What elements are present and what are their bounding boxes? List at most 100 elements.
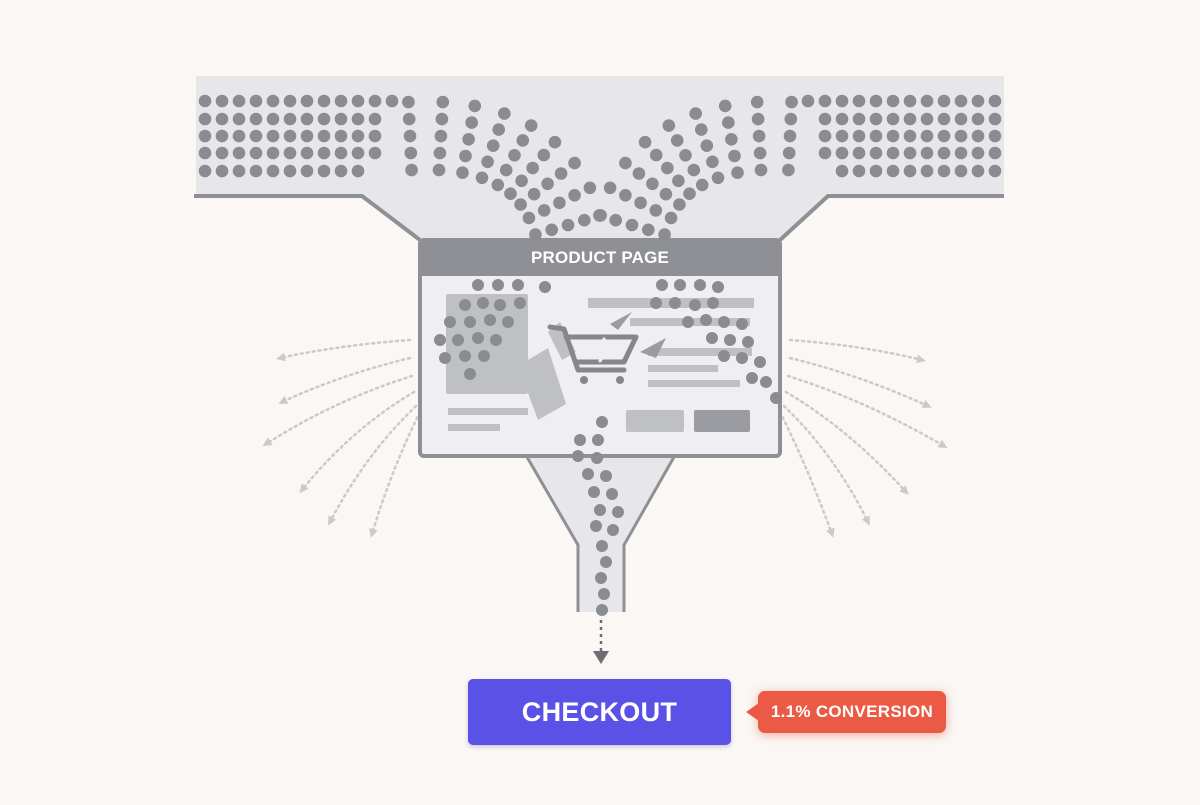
traffic-dot [632, 167, 646, 180]
traffic-dot [572, 450, 584, 462]
traffic-dot [682, 316, 694, 328]
arrow-icon [299, 483, 309, 494]
traffic-dot [835, 146, 849, 160]
traffic-dot [283, 164, 297, 178]
traffic-dot [754, 356, 766, 368]
traffic-dot [886, 146, 900, 160]
traffic-dot [215, 112, 229, 126]
traffic-dot [971, 146, 985, 160]
traffic-dot [760, 376, 772, 388]
traffic-dot [674, 279, 686, 291]
arrow-icon [916, 354, 926, 364]
traffic-dot [300, 146, 314, 160]
traffic-dot [869, 94, 883, 108]
traffic-dot [232, 146, 246, 160]
checkout-button[interactable]: CHECKOUT [468, 679, 731, 745]
traffic-dot [591, 452, 603, 464]
traffic-dot [484, 314, 496, 326]
traffic-dot [215, 94, 229, 108]
traffic-dot [504, 187, 517, 200]
traffic-dot [751, 112, 765, 126]
traffic-dot [502, 316, 514, 328]
traffic-dot [835, 112, 849, 126]
traffic-dot [687, 163, 701, 177]
traffic-dot [736, 352, 748, 364]
traffic-dot [537, 204, 551, 217]
primary-button-placeholder [694, 410, 750, 432]
traffic-dot [937, 129, 951, 143]
traffic-dot [700, 314, 712, 326]
exit-path [264, 374, 414, 446]
traffic-dot [524, 119, 538, 132]
traffic-dot [718, 99, 732, 113]
exit-path [786, 374, 946, 448]
traffic-dot [499, 163, 513, 177]
traffic-dot [459, 299, 471, 311]
traffic-dot [954, 112, 968, 126]
traffic-dot [672, 174, 685, 188]
traffic-dot [656, 279, 668, 291]
traffic-dot [588, 486, 600, 498]
traffic-dot [539, 281, 551, 293]
traffic-dot [266, 112, 280, 126]
traffic-dot [706, 332, 718, 344]
traffic-dot [724, 334, 736, 346]
traffic-dot [971, 112, 985, 126]
traffic-dot [472, 279, 484, 291]
traffic-dot [553, 196, 566, 210]
traffic-dot [725, 133, 738, 146]
traffic-dot [537, 148, 551, 162]
traffic-dot [596, 416, 608, 428]
traffic-dot [334, 164, 348, 178]
traffic-dot [634, 196, 647, 210]
traffic-dot [903, 129, 917, 143]
traffic-dot [694, 279, 706, 291]
traffic-dot [783, 129, 797, 143]
traffic-dot [638, 135, 652, 149]
traffic-dot [903, 146, 917, 160]
traffic-dot [818, 146, 832, 160]
traffic-dot [486, 139, 500, 152]
traffic-dot [593, 209, 606, 222]
text-line [648, 365, 718, 372]
exit-path [784, 390, 908, 494]
text-line [448, 424, 500, 431]
traffic-dot [582, 468, 594, 480]
traffic-dot [368, 129, 382, 143]
exit-path [300, 390, 416, 492]
traffic-dot [283, 146, 297, 160]
traffic-dot [334, 129, 348, 143]
shard [518, 348, 566, 420]
traffic-dot [852, 164, 866, 178]
traffic-dot [619, 189, 632, 202]
traffic-dot [988, 146, 1002, 160]
traffic-dot [784, 112, 798, 126]
traffic-dot [712, 281, 724, 293]
traffic-dot [937, 164, 951, 178]
traffic-dot [317, 164, 331, 178]
text-line [448, 408, 528, 415]
traffic-dot [683, 187, 696, 200]
traffic-dot [561, 218, 575, 232]
traffic-dot [664, 211, 678, 225]
traffic-dot [198, 129, 212, 143]
exit-path [788, 338, 924, 362]
traffic-dot [852, 129, 866, 143]
traffic-dot [351, 129, 365, 143]
traffic-dot [351, 146, 365, 160]
traffic-dot [752, 129, 766, 143]
traffic-dot [436, 95, 450, 109]
traffic-dot [232, 164, 246, 178]
traffic-dot [649, 148, 663, 162]
traffic-dot [670, 134, 684, 147]
traffic-dot [920, 129, 934, 143]
traffic-dot [464, 316, 476, 328]
traffic-dot [695, 178, 709, 192]
arrow-icon [278, 395, 289, 404]
traffic-dot [317, 94, 331, 108]
traffic-dot [954, 146, 968, 160]
traffic-dot [232, 129, 246, 143]
traffic-dot [516, 134, 530, 147]
traffic-dot [404, 146, 418, 160]
checkout-arrow-icon [593, 620, 609, 664]
